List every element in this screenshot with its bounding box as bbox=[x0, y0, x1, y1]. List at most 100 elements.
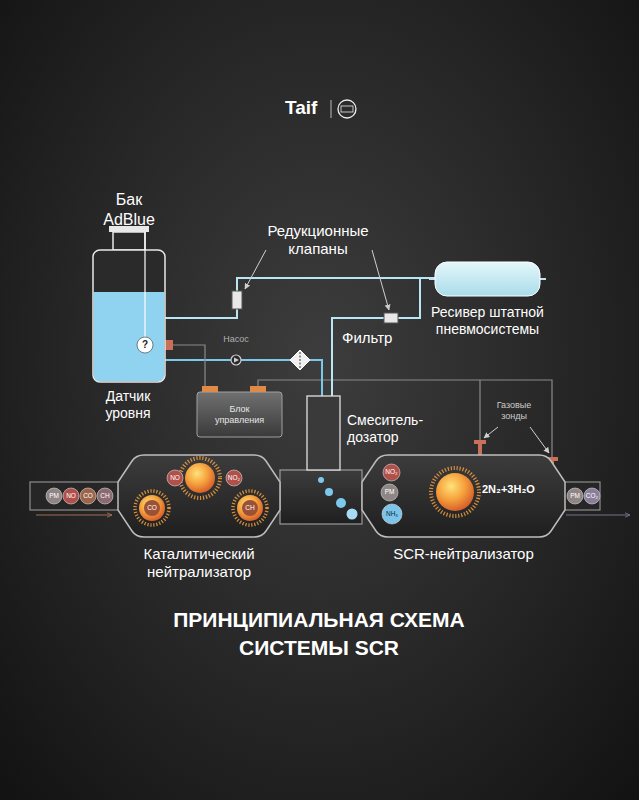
shape-text: PM bbox=[49, 493, 59, 500]
shape-text: CO₂ bbox=[586, 493, 598, 500]
molecule-circle bbox=[382, 504, 402, 524]
scr-converter: SCR-нейтрализаторNO₂PMNH₃ bbox=[362, 455, 565, 537]
molecule: PM bbox=[46, 488, 62, 504]
level-sensor: ? bbox=[137, 337, 153, 353]
connector bbox=[165, 278, 435, 318]
leader-line bbox=[530, 427, 549, 453]
pump-symbol bbox=[231, 355, 241, 365]
callout-label: Газовые зонды bbox=[484, 400, 544, 422]
connector bbox=[310, 360, 322, 396]
molecule: PM bbox=[381, 484, 398, 501]
diagram-title: ПРИНЦИПИАЛЬНАЯ СХЕМА СИСТЕМЫ SCR bbox=[154, 606, 484, 662]
molecule-circle bbox=[144, 500, 160, 516]
probe-stem bbox=[478, 444, 482, 456]
filter-mesh bbox=[300, 352, 301, 368]
molecule: CO₂ bbox=[584, 488, 600, 504]
molecule: CH bbox=[97, 488, 113, 504]
gas-probe bbox=[474, 440, 486, 456]
shape-text: PM bbox=[570, 493, 580, 500]
pump: Насос bbox=[231, 355, 241, 365]
catalyst-sphere bbox=[436, 473, 474, 511]
air-receiver: Ресивер штатной пневмосистемы bbox=[435, 262, 540, 296]
connector bbox=[332, 278, 435, 396]
probe-wire bbox=[258, 380, 552, 457]
callout-label: Датчик уровня bbox=[86, 388, 170, 422]
sphere-halo bbox=[135, 491, 169, 525]
shape-text: PM bbox=[385, 489, 395, 496]
filter-outline bbox=[290, 350, 310, 370]
molecule-circle bbox=[381, 484, 398, 501]
mixing-section bbox=[280, 470, 362, 524]
shape-text: ? bbox=[142, 339, 148, 351]
shape-heading: Смеситель-дозатор bbox=[347, 412, 435, 446]
mixer-doser: Смеситель-дозатор bbox=[307, 396, 340, 470]
molecule: NO₂ bbox=[383, 464, 400, 481]
leader-line bbox=[245, 250, 266, 289]
shape-heading: SCR-нейтрализатор bbox=[362, 545, 565, 563]
adblue-tank: Бак AdBlue? bbox=[93, 250, 165, 382]
molecule-circle bbox=[46, 488, 62, 504]
droplet bbox=[336, 498, 346, 508]
molecule: CO bbox=[139, 495, 165, 521]
sphere-halo bbox=[233, 491, 267, 525]
tank-neck bbox=[113, 232, 145, 250]
shape-text: CO bbox=[147, 505, 157, 512]
control-unit: Блок управления bbox=[197, 392, 282, 437]
connector bbox=[165, 359, 231, 361]
molecule-circle bbox=[226, 470, 242, 486]
mixer-body bbox=[307, 396, 340, 470]
molecule: PM bbox=[567, 488, 583, 504]
molecule-circle bbox=[80, 488, 96, 504]
molecule-circle bbox=[167, 470, 183, 486]
connector-plug bbox=[250, 386, 266, 392]
shape-heading: Каталитический нейтрализатор bbox=[114, 545, 284, 582]
molecule-circle bbox=[63, 488, 79, 504]
filter-symbol bbox=[290, 350, 310, 370]
control-box bbox=[197, 392, 282, 437]
molecule-circle bbox=[242, 500, 258, 516]
shape-heading: Фильтр bbox=[342, 329, 412, 347]
pump-arrow bbox=[234, 358, 239, 363]
catalyst-sphere bbox=[139, 495, 165, 521]
shape-heading: Ресивер штатной пневмосистемы bbox=[425, 304, 550, 338]
molecule-circle bbox=[584, 488, 600, 504]
droplet bbox=[318, 477, 324, 483]
tank-wall bbox=[93, 250, 165, 382]
probe-head bbox=[474, 440, 486, 444]
inflow-arrow bbox=[36, 515, 112, 516]
shape-text: NO₂ bbox=[228, 475, 240, 482]
converter-housing bbox=[362, 455, 565, 537]
molecule: CO bbox=[80, 488, 96, 504]
reduction-valve bbox=[384, 313, 398, 323]
catalyst-sphere bbox=[185, 463, 215, 493]
adblue-droplets bbox=[318, 477, 358, 520]
molecule: NO₂ bbox=[226, 470, 242, 486]
molecule: CH bbox=[237, 495, 263, 521]
leader-line bbox=[372, 250, 389, 310]
logo-emblem bbox=[338, 100, 356, 118]
shape-text: CH bbox=[245, 505, 254, 512]
catalyst-sphere bbox=[237, 495, 263, 521]
shape-text: Блок управления bbox=[205, 404, 274, 426]
converter-housing bbox=[118, 455, 280, 537]
receiver-body bbox=[435, 262, 540, 296]
mixer-doser-outline bbox=[307, 396, 340, 470]
molecule-circle bbox=[97, 488, 113, 504]
reaction-product: 2N₂+3H₂O bbox=[482, 483, 548, 496]
callout-label: Редукционные клапаны bbox=[258, 222, 378, 259]
molecule: NO bbox=[167, 470, 183, 486]
shape-heading: Бак AdBlue bbox=[97, 190, 161, 229]
outflow-arrow bbox=[566, 515, 630, 516]
shape-text: NO₂ bbox=[385, 469, 397, 476]
sphere-halo bbox=[180, 458, 220, 498]
shape-text: NH₃ bbox=[386, 511, 398, 518]
droplet bbox=[325, 488, 333, 496]
adblue-liquid bbox=[94, 292, 165, 381]
pump-outline bbox=[231, 355, 241, 365]
shape-text: CO bbox=[83, 493, 93, 500]
reduction-valve bbox=[232, 291, 242, 309]
probe-wire bbox=[479, 380, 480, 440]
logo-emblem-detail bbox=[341, 106, 353, 112]
